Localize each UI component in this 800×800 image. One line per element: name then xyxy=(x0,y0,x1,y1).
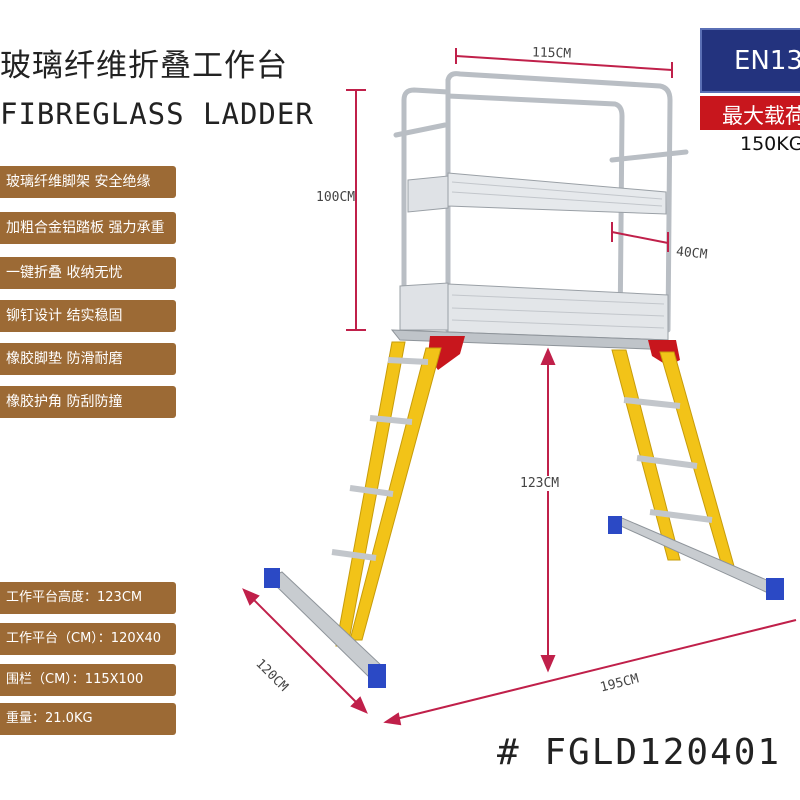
feature-item: 铆钉设计 结实稳固 xyxy=(0,300,176,332)
mid-rail-panel xyxy=(407,172,667,215)
feature-item: 橡胶护角 防刮防撞 xyxy=(0,386,176,418)
dimension-lines xyxy=(242,48,797,726)
right-ladder xyxy=(608,349,784,600)
feature-item: 一键折叠 收纳无忧 xyxy=(0,257,176,289)
feature-item: 玻璃纤维脚架 安全绝缘 xyxy=(0,166,176,198)
feature-item: 加粗合金铝踏板 强力承重 xyxy=(0,212,176,244)
rail-height-label: 100CM xyxy=(316,190,356,205)
model-number: # FGLD120401 xyxy=(497,732,782,773)
rail-width-label: 115CM xyxy=(531,45,572,62)
left-ladder xyxy=(264,341,442,688)
feature-item: 橡胶脚垫 防滑耐磨 xyxy=(0,343,176,375)
platform-height-label: 123CM xyxy=(520,476,560,491)
max-load-label: 最大载荷 xyxy=(700,96,800,130)
spec-item: 重量：21.0KG xyxy=(0,703,176,735)
product-title-en: FIBREGLASS LADDER xyxy=(0,97,314,131)
product-title-cn: 玻璃纤维折叠工作台 xyxy=(0,48,288,84)
spec-item: 工作平台高度：123CM xyxy=(0,582,176,614)
guard-rail xyxy=(393,71,689,339)
spec-item: 工作平台（CM）：120X40 xyxy=(0,623,176,655)
max-load-value: 150KG xyxy=(740,133,800,155)
platform-depth-label: 40CM xyxy=(675,244,709,263)
spec-item: 围栏（CM）：115X100 xyxy=(0,664,176,696)
platform-deck xyxy=(390,282,678,351)
certification-badge: EN13 xyxy=(700,28,800,93)
